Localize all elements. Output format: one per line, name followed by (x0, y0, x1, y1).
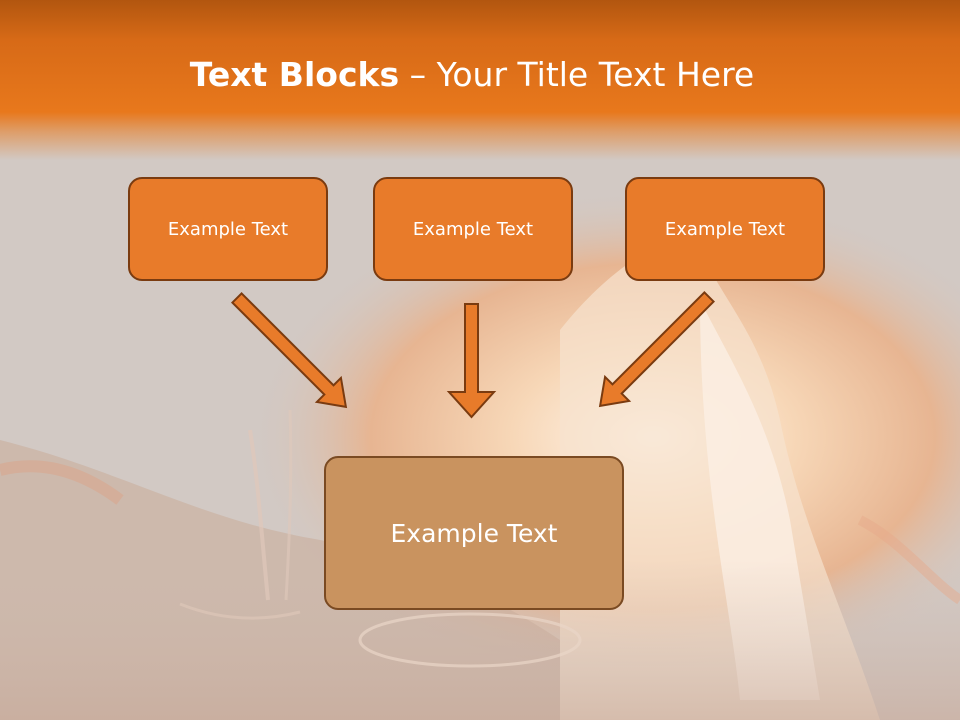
text-block-3[interactable]: Example Text (625, 177, 825, 281)
target-text-block[interactable]: Example Text (324, 456, 624, 610)
text-block-1-label: Example Text (167, 218, 289, 240)
title-dash: – (399, 55, 437, 94)
title-band (0, 0, 960, 160)
target-text-block-label: Example Text (390, 518, 558, 548)
text-block-1[interactable]: Example Text (128, 177, 328, 281)
text-block-3-label: Example Text (664, 218, 786, 240)
text-block-2[interactable]: Example Text (373, 177, 573, 281)
slide-title: Text Blocks – Your Title Text Here (0, 52, 944, 98)
title-bold-text: Text Blocks (189, 55, 400, 94)
title-rest-text: Your Title Text Here (436, 55, 755, 94)
text-block-2-label: Example Text (412, 218, 534, 240)
